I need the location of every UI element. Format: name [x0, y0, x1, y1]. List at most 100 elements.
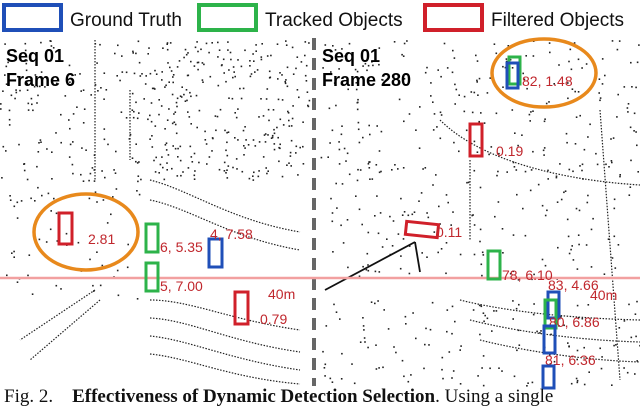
lidar-point [628, 303, 630, 306]
lidar-point [530, 111, 532, 113]
lidar-point [476, 151, 479, 153]
lidar-point [102, 199, 105, 201]
lidar-point [407, 380, 410, 383]
gt-box-right-b [542, 324, 557, 355]
lidar-point [17, 75, 19, 78]
lidar-point [432, 101, 434, 103]
lidar-point [68, 119, 70, 121]
lidar-point [218, 168, 221, 171]
lidar-point [476, 79, 478, 82]
lidar-point [103, 128, 106, 130]
lidar-point [151, 135, 153, 137]
lidar-point [16, 217, 19, 219]
lidar-point [507, 45, 510, 47]
lidar-point [623, 320, 626, 322]
lidar-point [443, 42, 446, 45]
lidar-point [125, 71, 128, 74]
lidar-point [540, 330, 542, 332]
lidar-point [577, 91, 580, 93]
lidar-point [601, 58, 604, 60]
lidar-point [101, 264, 104, 267]
lidar-point [285, 44, 288, 46]
lidar-point [223, 72, 225, 74]
lidar-point [331, 212, 334, 214]
lidar-point [478, 77, 481, 80]
lidar-point [145, 75, 147, 77]
lidar-point [286, 66, 289, 69]
lidar-point [222, 58, 225, 61]
lidar-point [568, 345, 570, 348]
lidar-point [249, 65, 251, 67]
lidar-point [81, 147, 83, 149]
lidar-point [242, 129, 245, 132]
lidar-point [25, 62, 28, 65]
lidar-point [158, 172, 160, 174]
lidar-point [546, 209, 548, 212]
lidar-point [172, 145, 174, 147]
lidar-point [135, 143, 137, 145]
lidar-point [489, 367, 491, 370]
lidar-point [402, 55, 405, 57]
lidar-point [617, 93, 619, 96]
lidar-point [375, 164, 378, 166]
lidar-point [137, 175, 140, 177]
lidar-point [154, 125, 157, 127]
label-left-distance: 40m [268, 286, 295, 302]
lidar-point [149, 72, 152, 75]
lidar-point [568, 168, 571, 171]
lidar-point [367, 64, 370, 67]
legend-label-ground-truth: Ground Truth [70, 10, 182, 31]
lidar-point [397, 233, 400, 235]
lidar-point [205, 42, 208, 45]
lidar-point [230, 58, 232, 61]
lidar-point [473, 224, 476, 226]
lidar-point [44, 86, 46, 88]
lidar-point [135, 160, 137, 163]
lidar-point [544, 264, 547, 267]
lidar-point [524, 170, 527, 173]
lidar-point [60, 141, 62, 144]
lidar-point [521, 134, 523, 136]
lidar-point [176, 175, 179, 177]
lidar-point [94, 191, 97, 193]
lidar-point [371, 61, 373, 63]
lidar-point [211, 42, 213, 44]
lidar-point [115, 188, 118, 190]
lidar-point [338, 148, 341, 151]
lidar-point [533, 273, 535, 276]
lidar-point [576, 349, 579, 352]
lidar-point [24, 60, 27, 62]
legend-swatch-filtered [423, 3, 484, 32]
lidar-point [197, 50, 199, 53]
lidar-point [150, 102, 153, 104]
lidar-point [13, 250, 15, 253]
lidar-point [471, 111, 474, 114]
lidar-point [361, 223, 363, 226]
lidar-point [445, 272, 447, 275]
lidar-point [614, 267, 617, 269]
lidar-point [330, 71, 332, 73]
lidar-point [224, 129, 226, 132]
lidar-point [408, 113, 411, 115]
lidar-point [558, 325, 560, 327]
label-right-tracked-b: 80, 6.86 [549, 314, 600, 330]
lidar-point [136, 298, 139, 300]
lidar-point [324, 44, 327, 46]
lidar-point [68, 64, 71, 67]
lidar-point [368, 161, 370, 163]
lidar-point [133, 110, 135, 113]
label-right-distance: 40m [590, 287, 617, 303]
lidar-point [572, 170, 574, 173]
lidar-point [159, 163, 162, 166]
lidar-point [430, 82, 432, 84]
lidar-point [426, 212, 428, 214]
lidar-point [450, 224, 452, 226]
lidar-point [583, 346, 585, 349]
lidar-point [358, 141, 361, 144]
lidar-point [502, 65, 504, 68]
lidar-point [400, 197, 402, 200]
lidar-point [379, 212, 382, 214]
lidar-point [167, 154, 170, 156]
lidar-point [455, 88, 458, 91]
lidar-point [387, 328, 390, 330]
